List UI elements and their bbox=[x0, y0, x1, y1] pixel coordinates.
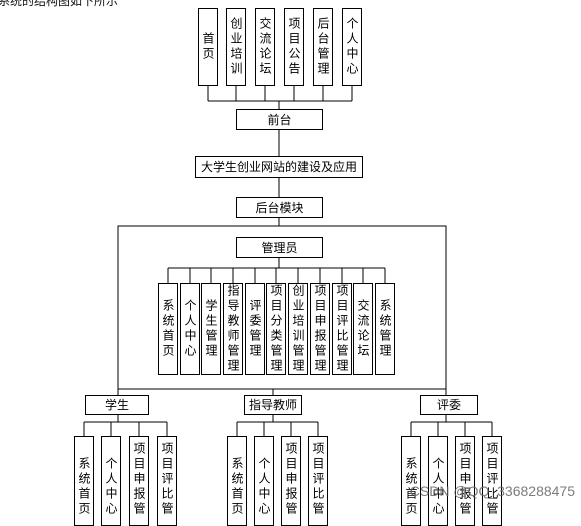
role-student-node: 学生 bbox=[85, 395, 149, 415]
front-module-announcement: 项目公告 bbox=[284, 8, 304, 86]
front-module-home: 首页 bbox=[198, 8, 218, 86]
teacher-module-evaluation: 项目评比管 bbox=[308, 436, 328, 526]
caption-text: 系统的结构图如下所示 bbox=[0, 0, 119, 8]
judge-module-profile: 个人中心 bbox=[428, 436, 448, 526]
front-module-profile: 个人中心 bbox=[342, 8, 362, 86]
student-module-profile: 个人中心 bbox=[101, 436, 121, 526]
admin-node: 管理员 bbox=[236, 237, 323, 258]
teacher-module-profile: 个人中心 bbox=[254, 436, 274, 526]
admin-module-profile: 个人中心 bbox=[180, 283, 200, 375]
student-module-applications: 项目申报管 bbox=[129, 436, 149, 526]
connector-lines bbox=[83, 86, 493, 436]
role-judge-node: 评委 bbox=[420, 395, 478, 415]
teacher-module-home: 系统首页 bbox=[227, 436, 247, 526]
front-module-training: 创业培训 bbox=[226, 8, 246, 86]
admin-module-system: 系统管理 bbox=[375, 283, 395, 375]
front-module-forum: 交流论坛 bbox=[255, 8, 275, 86]
teacher-module-applications: 项目申报管 bbox=[281, 436, 301, 526]
student-module-home: 系统首页 bbox=[74, 436, 94, 526]
admin-module-categories: 项目分类管理 bbox=[266, 283, 286, 375]
front-node: 前台 bbox=[236, 109, 323, 130]
admin-module-evaluation: 项目评比管理 bbox=[332, 283, 352, 375]
admin-module-forum: 交流论坛 bbox=[353, 283, 373, 375]
judge-module-home: 系统首页 bbox=[401, 436, 421, 526]
site-title-node: 大学生创业网站的建设及应用 bbox=[195, 156, 363, 178]
admin-module-teachers: 指导教师管理 bbox=[223, 283, 243, 375]
admin-module-judges: 评委管理 bbox=[245, 283, 265, 375]
student-module-evaluation: 项目评比管 bbox=[157, 436, 177, 526]
judge-module-evaluation: 项目评比管 bbox=[482, 436, 502, 526]
csdn-watermark: CSDN @QQ_3368288475 bbox=[409, 483, 575, 499]
admin-module-home: 系统首页 bbox=[158, 283, 178, 375]
judge-module-applications: 项目申报管 bbox=[455, 436, 475, 526]
front-module-backend: 后台管理 bbox=[313, 8, 333, 86]
admin-module-students: 学生管理 bbox=[201, 283, 221, 375]
admin-module-applications: 项目申报管理 bbox=[310, 283, 330, 375]
admin-module-training: 创业培训管理 bbox=[288, 283, 308, 375]
backend-node: 后台模块 bbox=[236, 197, 323, 218]
role-teacher-node: 指导教师 bbox=[244, 395, 302, 415]
